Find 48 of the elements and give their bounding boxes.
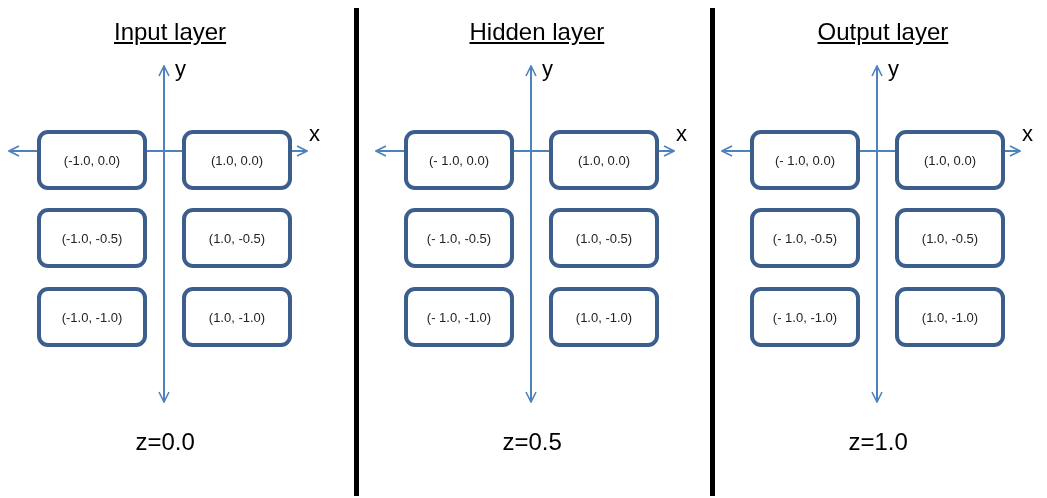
coordinate-text: (1.0, 0.0) bbox=[578, 152, 630, 168]
coordinate-text: (- 1.0, -1.0) bbox=[426, 309, 492, 325]
layer-title: Output layer bbox=[817, 20, 949, 44]
coordinate-box bbox=[549, 208, 659, 268]
layer-title: Hidden layer bbox=[469, 20, 605, 44]
coordinate-text: (1.0, -1.0) bbox=[575, 309, 633, 325]
axis-label: x bbox=[676, 123, 687, 145]
coordinate-text: (-1.0, 0.0) bbox=[63, 152, 121, 168]
coordinate-text: (- 1.0, 0.0) bbox=[775, 152, 835, 168]
axis-label: y bbox=[542, 58, 553, 80]
coordinate-box bbox=[750, 208, 860, 268]
depth-label: z=0.0 bbox=[135, 430, 195, 454]
axis-label: x bbox=[1022, 123, 1033, 145]
coordinate-text: (1.0, -0.5) bbox=[921, 230, 979, 246]
coordinate-text: (1.0, 0.0) bbox=[924, 152, 976, 168]
coordinate-text: (1.0, -1.0) bbox=[208, 309, 266, 325]
coordinate-text: (- 1.0, 0.0) bbox=[429, 152, 489, 168]
coordinate-text: (1.0, 0.0) bbox=[211, 152, 263, 168]
coordinate-box bbox=[750, 130, 860, 190]
axis-label: x bbox=[309, 123, 320, 145]
coordinate-box bbox=[549, 287, 659, 347]
coordinate-box bbox=[404, 208, 514, 268]
coordinate-box bbox=[182, 208, 292, 268]
coordinate-text: (1.0, -0.5) bbox=[575, 230, 633, 246]
axis-label: y bbox=[888, 58, 899, 80]
coordinate-box bbox=[404, 130, 514, 190]
depth-label: z=0.5 bbox=[502, 430, 562, 454]
axis-label: y bbox=[175, 58, 186, 80]
coordinate-box bbox=[404, 287, 514, 347]
layer-title: Input layer bbox=[114, 20, 227, 44]
coordinate-box bbox=[895, 208, 1005, 268]
coordinate-box bbox=[182, 287, 292, 347]
coordinate-text: (1.0, -1.0) bbox=[921, 309, 979, 325]
coordinate-box bbox=[895, 130, 1005, 190]
coordinate-text: (- 1.0, -1.0) bbox=[772, 309, 838, 325]
coordinate-text: (1.0, -0.5) bbox=[208, 230, 266, 246]
coordinate-text: (-1.0, -1.0) bbox=[61, 309, 123, 325]
coordinate-text: (- 1.0, -0.5) bbox=[426, 230, 492, 246]
coordinate-text: (- 1.0, -0.5) bbox=[772, 230, 838, 246]
coordinate-text: (-1.0, -0.5) bbox=[61, 230, 123, 246]
depth-label: z=1.0 bbox=[848, 430, 908, 454]
coordinate-box bbox=[895, 287, 1005, 347]
coordinate-box bbox=[549, 130, 659, 190]
coordinate-box bbox=[182, 130, 292, 190]
coordinate-box bbox=[37, 130, 147, 190]
coordinate-box bbox=[37, 287, 147, 347]
coordinate-box bbox=[750, 287, 860, 347]
coordinate-box bbox=[37, 208, 147, 268]
